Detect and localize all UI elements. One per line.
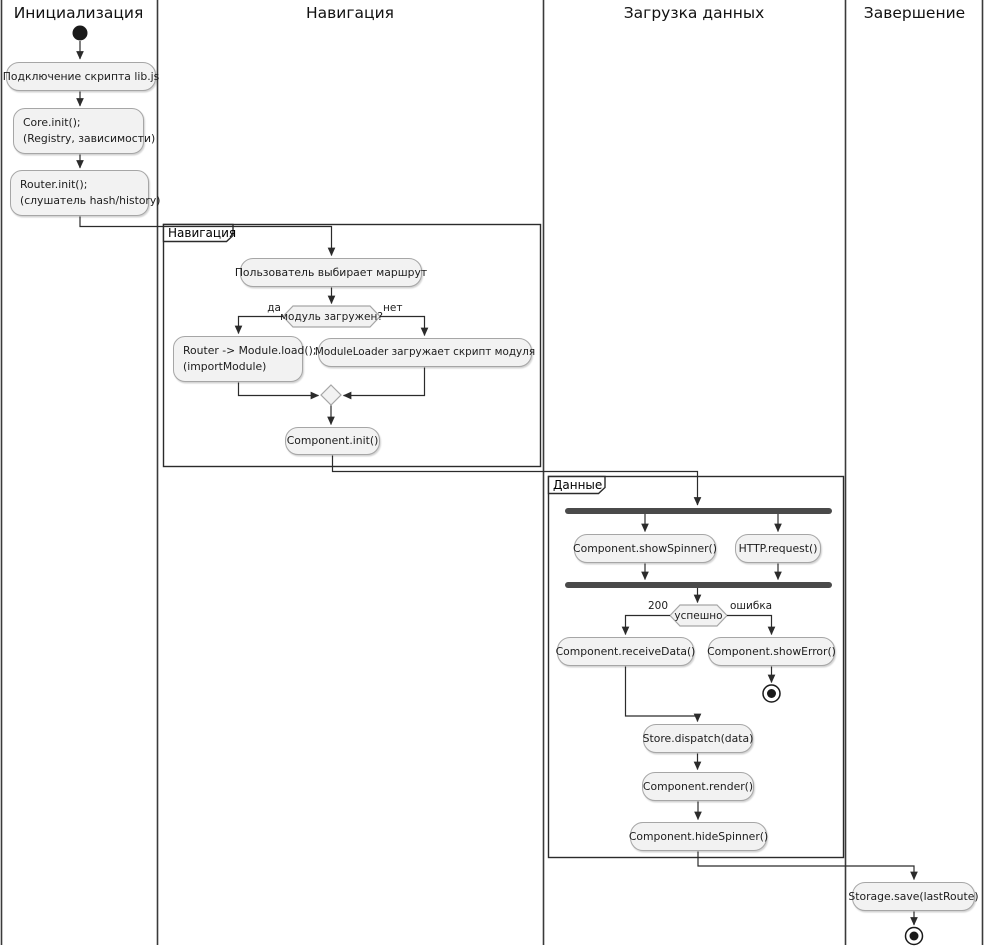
activity-store-dispatch: Store.dispatch(data) (643, 724, 753, 753)
activity-router-module-load: Router -> Module.load(); (importModule) (173, 336, 316, 382)
final-node-error-dot (767, 689, 776, 698)
decision-request-result-question: успешно (674, 609, 723, 622)
partition-navigation-frame (162, 223, 542, 468)
activity-core-init-line1: Core.init(); (23, 116, 81, 130)
partition-navigation-tab (162, 223, 234, 243)
activity-show-spinner: Component.showSpinner() (573, 534, 717, 563)
edges (76, 41, 918, 926)
lane-title-completion: Завершение (845, 3, 984, 23)
partition-data-frame (547, 475, 845, 859)
lane-title-initialization: Инициализация (0, 3, 157, 23)
merge-diamond (320, 384, 342, 406)
edge-moduleloader-to-merge (342, 367, 426, 400)
activity-component-render: Component.render() (642, 772, 754, 801)
guard-label-200: 200 (647, 600, 668, 612)
edge-decision-no-to-moduleloader (380, 315, 429, 337)
decision-module-loaded-question: модуль загружен? (280, 310, 383, 323)
activity-core-init-line2: (Registry, зависимости) (23, 132, 156, 145)
fork-bar (565, 508, 832, 514)
partition-navigation-label: Навигация (168, 226, 237, 240)
activity-receive-data: Component.receiveData() (556, 637, 695, 666)
activity-user-selects-route: Пользователь выбирает маршрут (235, 258, 427, 287)
activity-router-init: Router.init(); (слушатель hash/history) (10, 170, 160, 216)
edge-module-load-to-merge (237, 382, 320, 400)
lane-title-text: Завершение (863, 4, 966, 22)
activity-http-request: HTTP.request() (735, 534, 821, 563)
lane-title-text: Инициализация (13, 4, 144, 22)
edge-hide-spinner-to-storage-save (697, 851, 918, 881)
lane-title-navigation: Навигация (157, 3, 543, 23)
activity-hide-spinner: Component.hideSpinner() (629, 822, 768, 851)
activity-component-init: Component.init() (285, 427, 380, 455)
edge-decision-200-to-receive-data (621, 614, 670, 636)
guard-label-yes: да (267, 302, 281, 314)
activity-router-init-line2: (слушатель hash/history) (20, 194, 161, 207)
edge-router-init-to-user-route (79, 216, 336, 257)
activity-router-init-line1: Router.init(); (20, 178, 88, 192)
activity-router-module-load-line1: Router -> Module.load(); (183, 344, 317, 358)
guard-label-no: нет (383, 302, 403, 314)
partition-frames (162, 223, 845, 859)
activity-moduleloader-loads-script: ModuleLoader загружает скрипт модуля (315, 338, 535, 367)
lane-title-text: Загрузка данных (623, 4, 765, 22)
final-nodes (762, 684, 924, 946)
edge-receive-data-to-store (624, 666, 702, 723)
activity-storage-save: Storage.save(lastRoute) (848, 882, 979, 911)
edge-component-init-to-fork (331, 455, 702, 506)
lane-title-data-loading: Загрузка данных (543, 3, 845, 23)
activity-show-error: Component.showError() (707, 637, 836, 666)
activity-core-init: Core.init(); (Registry, зависимости) (13, 108, 155, 154)
partition-data-label: Данные (553, 478, 603, 492)
activity-router-module-load-line2: (importModule) (183, 360, 267, 373)
activity-attach-script: Подключение скрипта lib.js (3, 62, 159, 91)
edge-decision-yes-to-module-load (234, 315, 283, 335)
edge-decision-error-to-show-error (727, 614, 776, 636)
start-node (72, 25, 88, 41)
decision-shapes (282, 305, 728, 627)
guard-label-error: ошибка (730, 600, 773, 612)
join-bar (565, 582, 832, 588)
final-node-end-dot (909, 931, 919, 941)
partition-data-tab (547, 475, 606, 495)
lane-title-text: Навигация (306, 4, 394, 22)
